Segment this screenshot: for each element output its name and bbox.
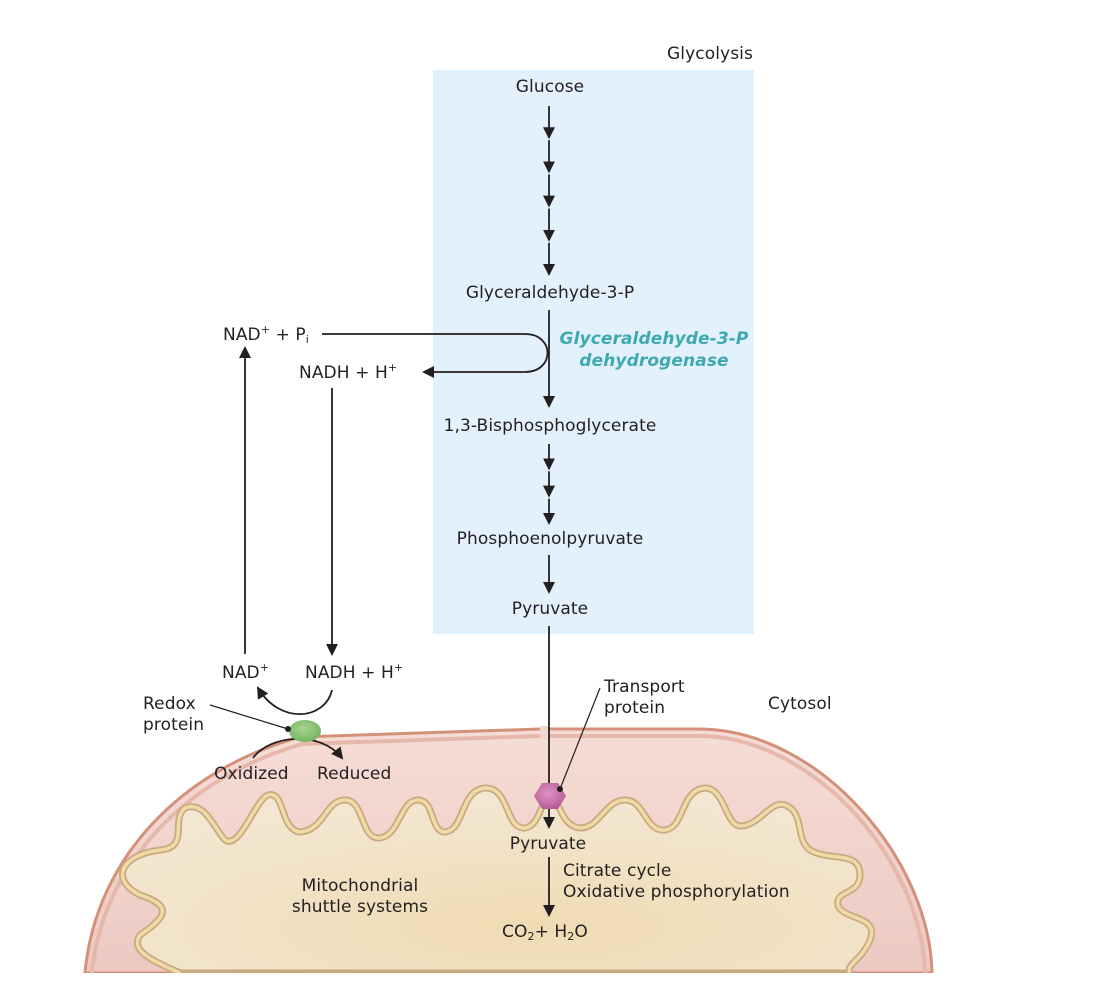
shuttle-line1: Mitochondrial	[301, 876, 419, 896]
nad-pi-label: NAD+ + Pi	[223, 323, 309, 347]
h-charge: +	[387, 361, 398, 374]
redox-protein-line2: protein	[143, 715, 205, 736]
glucose-label: Glucose	[515, 77, 585, 97]
enzyme-label-line2: dehydrogenase	[579, 351, 729, 372]
nad-text: NAD	[222, 663, 260, 683]
h-text: + H	[534, 922, 568, 942]
cytosol-label: Cytosol	[768, 694, 832, 714]
shuttle-line2: shuttle systems	[291, 897, 429, 918]
citrate-cycle-text: Citrate cycle	[563, 861, 672, 881]
nadh-text: NADH + H	[305, 663, 394, 683]
o-text: O	[574, 922, 588, 942]
co2-subscript: 2	[527, 930, 535, 943]
nad-charge: +	[259, 661, 270, 674]
nadh-text: NADH + H	[299, 363, 388, 383]
nadh-h-top-label: NADH + H+	[299, 361, 397, 384]
redox-protein-label: Redox protein	[143, 694, 204, 737]
reduced-label: Reduced	[317, 764, 392, 784]
g3p-label: Glyceraldehyde-3-P	[465, 283, 635, 303]
transport-protein-leader	[559, 687, 601, 790]
nad-bottom-label: NAD+	[222, 661, 269, 684]
mitochondrion	[83, 726, 934, 973]
redox-protein-line1: Redox	[143, 694, 196, 714]
h2-subscript: 2	[567, 930, 575, 943]
glycolysis-title: Glycolysis	[667, 44, 753, 64]
mitochondrial-shuttle-label: Mitochondrial shuttle systems	[292, 876, 428, 919]
mito-process-label: Citrate cycle Oxidative phosphorylation	[563, 861, 790, 904]
pyruvate-label: Pyruvate	[511, 599, 589, 619]
arrow-nad-to-nadh-loop	[322, 333, 549, 378]
end-products-label: CO2+ H2O	[502, 922, 588, 944]
nad-text: NAD	[223, 325, 261, 345]
co-text: CO	[502, 922, 528, 942]
pi-subscript: i	[305, 333, 309, 346]
oxidative-phosphorylation-text: Oxidative phosphorylation	[563, 882, 790, 903]
oxidized-label: Oxidized	[214, 764, 289, 784]
nad-charge: +	[260, 323, 271, 336]
pep-label: Phosphoenolpyruvate	[456, 529, 644, 549]
arrow-redox-nadh-to-nad	[256, 686, 333, 715]
transport-protein-label: Transport protein	[604, 677, 685, 720]
enzyme-label-line1: Glyceraldehyde-3-P	[559, 329, 749, 349]
redox-protein-leader	[209, 704, 289, 730]
pi-text: + P	[270, 325, 306, 345]
enzyme-label: Glyceraldehyde-3-P dehydrogenase	[560, 328, 749, 372]
h-charge: +	[393, 661, 404, 674]
transport-protein-line2: protein	[604, 698, 666, 719]
glycolysis-box	[433, 70, 754, 634]
bpg-label: 1,3-Bisphosphoglycerate	[443, 416, 657, 436]
redox-protein-shape	[289, 720, 321, 742]
pyruvate-mito-label: Pyruvate	[509, 834, 587, 854]
transport-protein-line1: Transport	[604, 677, 685, 697]
nadh-h-bottom-label: NADH + H+	[305, 661, 403, 684]
